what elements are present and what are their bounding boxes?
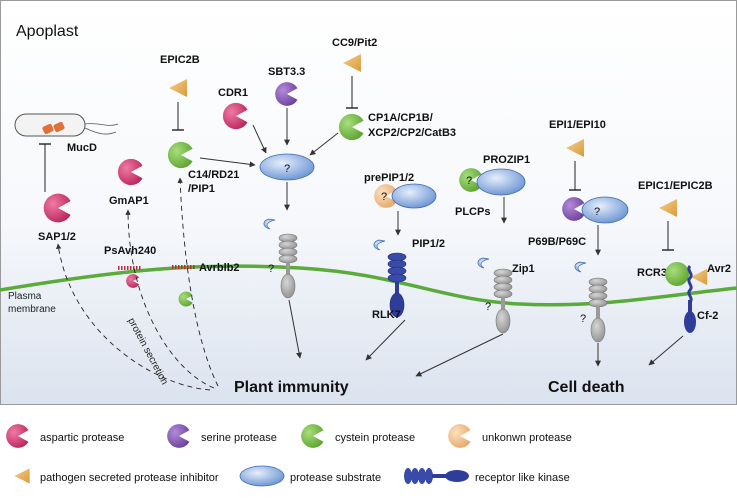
protease-inhibitor-icon [14,468,30,484]
legend-item-unknown: unkonwn protease [448,424,572,448]
unknown-receptor-zip: ? [485,301,491,313]
legend-label-serine: serine protease [201,432,277,444]
legend: aspartic protease serine protease cystei… [6,424,572,487]
label-p69: P69B/P69C [528,236,586,248]
legend-item-substrate: protease substrate [239,465,381,487]
unknown-protease-icon [448,424,471,448]
unknown-mark-p69: ? [594,206,600,218]
apoplast-label: Apoplast [16,23,79,40]
label-prozip: PROZIP1 [483,154,530,166]
protease-substrate-icon [239,465,285,487]
unknown-protease-prepip: ? [374,184,397,208]
legend-label-inhibitor: pathogen secreted protease inhibitor [40,472,219,484]
legend-label-aspartic: aspartic protease [40,432,124,444]
label-epic2b: EPIC2B [160,54,200,66]
label-epi: EPI1/EPI10 [549,119,606,131]
label-prepip: prePIP1/2 [364,172,414,184]
outcome-plant-immunity: Plant immunity [234,379,349,396]
membrane-label-line1: Plasma [8,291,42,302]
label-rlk7: RLK7 [372,309,401,321]
bacterium [14,113,119,137]
legend-item-serine: serine protease [167,424,277,448]
label-avr2: Avr2 [707,263,731,275]
label-gmap: GmAP1 [109,195,149,207]
receptor-cf2 [684,264,696,333]
arrow-center-immunity [288,299,302,359]
label-rcr3: RCR3 [637,267,667,279]
arrow-cdr1 [252,124,267,154]
protease-substrate-center: ? [259,153,315,181]
outcome-cell-death: Cell death [548,379,624,396]
label-psavh: PsAvh240 [104,245,156,257]
aspartic-protease-icon [6,424,29,448]
peptide-zip [477,257,490,269]
cysteine-protease-icon [301,424,324,448]
receptor-kinase-icon [404,468,469,484]
substrate-prepip [391,183,437,209]
label-sap: SAP1/2 [38,231,76,243]
label-cc9: CC9/Pit2 [332,37,377,49]
label-cp-line2: XCP2/CP2/CatB3 [368,127,456,139]
arrow-cp [309,132,339,156]
arrow-c14 [199,157,256,168]
legend-item-inhibitor: pathogen secreted protease inhibitor [14,468,219,484]
substrate-p69: ? [581,196,629,224]
legend-label-receptor: receptor like kinase [475,472,570,484]
label-plcps: PLCPs [455,206,490,218]
cysteine-protease-rcr3 [665,262,689,286]
secretion-arrows [56,177,219,391]
label-cf2: Cf-2 [697,310,718,322]
label-zip1: Zip1 [512,263,535,275]
arrow-rlk7-immunity [365,319,406,361]
legend-label-substrate: protease substrate [290,472,381,484]
label-pip12: PIP1/2 [412,238,445,250]
cysteine-protease-plcps: ? [459,168,482,192]
unknown-mark-prepip: ? [381,191,387,203]
unknown-mark-plcps: ? [466,175,472,187]
arrow-zip-immunity [415,333,504,377]
peptide-p69 [574,261,587,273]
membrane-label-line2: membrane [8,304,56,315]
label-pip1: /PIP1 [188,183,215,195]
peptide-pip [373,239,386,251]
legend-label-cysteine: cystein protease [335,432,415,444]
legend-item-aspartic: aspartic protease [6,424,124,448]
label-cdr1: CDR1 [218,87,248,99]
legend-label-unknown: unkonwn protease [482,432,572,444]
unknown-mark-center: ? [284,163,290,175]
substrate-prozip [476,168,526,196]
label-epic1: EPIC1/EPIC2B [638,180,713,192]
label-c14: C14/RD21 [188,169,239,181]
legend-item-receptor: receptor like kinase [404,468,570,484]
arrow-cf2-death [648,335,684,366]
legend-item-cysteine: cystein protease [301,424,415,448]
serine-protease-icon [167,424,190,448]
mucd-protease-icon [42,121,65,135]
label-mucd: MucD [67,142,97,154]
label-avrblb2: Avrblb2 [199,262,240,274]
label-cp-line1: CP1A/CP1B/ [368,112,433,124]
unknown-receptor-center: ? [268,263,274,275]
unknown-receptor-p69: ? [580,313,586,325]
peptide-center [263,218,276,230]
label-sbt: SBT3.3 [268,66,305,78]
